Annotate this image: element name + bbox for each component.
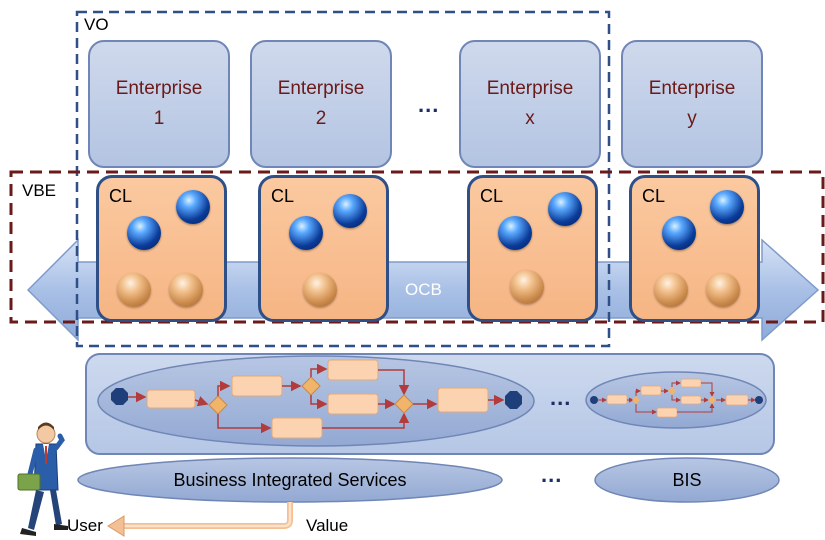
user-label: User xyxy=(67,516,103,535)
process-flow-large xyxy=(111,359,522,439)
task xyxy=(640,385,662,396)
enterprise-name: Enterprise xyxy=(277,78,365,99)
vo-boundary xyxy=(75,10,611,348)
tan-sphere-icon xyxy=(510,270,544,304)
gateway xyxy=(632,396,640,404)
task xyxy=(146,389,196,409)
enterprise-name: Enterprise xyxy=(648,78,736,99)
task xyxy=(327,393,379,415)
ocb-label: OCB xyxy=(405,280,442,299)
blue-sphere-icon xyxy=(289,216,323,250)
enterprise-2: Enterprise 2 xyxy=(250,40,392,168)
cl-box-y: CL xyxy=(629,175,760,322)
process-flow-small xyxy=(590,378,763,418)
start-event xyxy=(590,396,598,404)
vbe-label: VBE xyxy=(22,181,57,200)
task xyxy=(656,407,678,418)
task xyxy=(725,394,749,406)
gateway xyxy=(708,396,716,404)
start-event xyxy=(111,388,128,405)
enterprise-id: 2 xyxy=(315,108,327,129)
blue-sphere-icon xyxy=(127,216,161,250)
enterprise-y: Enterprise y xyxy=(621,40,763,168)
vo-label: VO xyxy=(84,15,109,34)
task xyxy=(680,378,702,388)
cl-box-x: CL xyxy=(467,175,598,322)
task xyxy=(231,375,283,397)
enterprise-id: x xyxy=(525,108,535,129)
blue-sphere-icon xyxy=(710,190,744,224)
tan-sphere-icon xyxy=(706,273,740,307)
task xyxy=(271,417,323,439)
process-ellipse-large xyxy=(97,355,535,447)
gateway xyxy=(668,387,676,395)
tan-sphere-icon xyxy=(169,273,203,307)
gateway xyxy=(394,394,414,414)
end-event xyxy=(505,391,522,409)
tan-sphere-icon xyxy=(117,273,151,307)
cl-box-2: CL xyxy=(258,175,389,322)
value-arrowhead xyxy=(107,515,125,537)
blue-sphere-icon xyxy=(498,216,532,250)
task xyxy=(437,387,489,413)
bis-ellipsis: ... xyxy=(541,462,563,487)
tan-sphere-icon xyxy=(654,273,688,307)
blue-sphere-icon xyxy=(662,216,696,250)
process-ellipsis: ... xyxy=(550,385,572,410)
cl-box-1: CL xyxy=(96,175,227,322)
task xyxy=(680,395,702,405)
enterprise-id: y xyxy=(687,108,697,129)
bis-ellipse-small xyxy=(594,457,780,503)
enterprise-name: Enterprise xyxy=(486,78,574,99)
value-arrow xyxy=(120,502,293,529)
bis-short-label: BIS xyxy=(672,470,702,490)
enterprise-ellipsis: ... xyxy=(418,92,440,117)
blue-sphere-icon xyxy=(548,192,582,226)
blue-sphere-icon xyxy=(333,194,367,228)
task xyxy=(606,394,628,405)
enterprise-1: Enterprise 1 xyxy=(88,40,230,168)
cl-label: CL xyxy=(109,186,133,206)
blue-sphere-icon xyxy=(176,190,210,224)
user-figure-icon xyxy=(17,422,68,536)
enterprise-name: Enterprise xyxy=(115,78,203,99)
bis-full-label: Business Integrated Services xyxy=(173,470,407,490)
enterprise-x: Enterprise x xyxy=(459,40,601,168)
cl-label: CL xyxy=(642,186,666,206)
task xyxy=(327,359,379,381)
vbe-boundary xyxy=(9,170,825,324)
enterprise-id: 1 xyxy=(153,108,165,129)
cl-label: CL xyxy=(271,186,295,206)
cl-label: CL xyxy=(480,186,504,206)
end-event xyxy=(755,396,763,404)
tan-sphere-icon xyxy=(303,273,337,307)
value-label: Value xyxy=(306,516,349,535)
